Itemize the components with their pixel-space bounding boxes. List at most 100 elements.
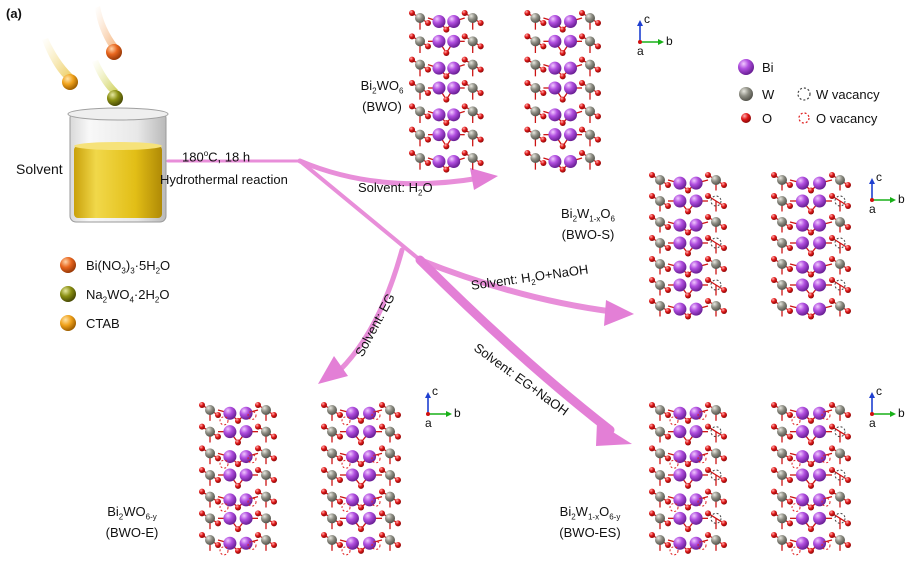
bi-atom-icon (447, 61, 461, 75)
w-vacancy-icon (834, 237, 846, 249)
w-atom-icon (835, 301, 845, 311)
w-vacancy-icon (834, 512, 846, 524)
bi-atom-icon (563, 81, 577, 95)
o-atom-icon (771, 532, 777, 538)
w-atom-icon (385, 491, 395, 502)
reagent-ctab-icon (60, 315, 76, 331)
o-atom-icon (461, 56, 468, 63)
w-atom-icon (585, 59, 595, 70)
o-atom-icon (477, 136, 484, 143)
o-atom-icon (649, 532, 655, 538)
w-atom-icon (415, 129, 425, 140)
bi-atom-icon (548, 34, 562, 48)
bi-atom-icon (813, 406, 827, 420)
axis-b-arrow-icon (890, 197, 896, 203)
axis-b-label: b (666, 34, 673, 48)
o-atom-icon (665, 182, 671, 188)
o-atom-icon (771, 402, 777, 408)
bi-atom-icon (795, 218, 809, 232)
droplet-trail-green (92, 60, 118, 92)
structure-bwo-s (649, 172, 851, 320)
o-atom-icon (771, 193, 777, 199)
axis-a-label: a (425, 416, 432, 430)
o-atom-icon (787, 308, 793, 314)
o-atom-icon (787, 433, 793, 440)
bi-atom-icon (223, 493, 237, 507)
reagent-bi-nitrate-label: Bi(NO3)3·5H2O (86, 258, 171, 276)
axis-a-dot (638, 40, 642, 44)
o-atom-icon (665, 455, 671, 462)
o-atom-icon (255, 467, 261, 473)
o-atom-icon (665, 308, 671, 314)
w-atom-icon (835, 405, 845, 415)
w-atom-icon (530, 13, 541, 23)
o-atom-icon (321, 510, 327, 517)
bi-atom-icon (345, 425, 359, 439)
w-atom-icon (655, 535, 665, 545)
w-atom-icon (711, 175, 721, 185)
o-vacancy-icon (821, 497, 831, 507)
o-atom-icon (595, 113, 601, 120)
o-atom-icon (808, 229, 814, 236)
o-atom-icon (540, 43, 547, 50)
o-atom-icon (845, 433, 851, 440)
o-atom-icon (559, 96, 566, 103)
o-atom-icon (649, 193, 655, 199)
bi-atom-icon (673, 260, 687, 274)
w-vacancy-icon (834, 279, 846, 291)
o-atom-icon (829, 298, 835, 304)
reagent-bi-nitrate-icon (60, 257, 76, 273)
o-atom-icon (595, 90, 601, 96)
o-atom-icon (787, 542, 793, 548)
o-atom-icon (705, 172, 711, 178)
o-atom-icon (255, 488, 261, 495)
o-atom-icon (845, 455, 851, 462)
bi-atom-icon (689, 302, 703, 316)
bi-atom-icon (432, 155, 446, 168)
o-atom-icon (337, 542, 343, 548)
o-atom-icon (215, 455, 221, 462)
o-atom-icon (721, 266, 727, 272)
w-atom-icon (205, 426, 215, 437)
w-atom-icon (530, 129, 541, 140)
arrow-head-bwo (470, 168, 498, 190)
o-atom-icon (845, 520, 851, 527)
o-atom-icon (579, 80, 585, 86)
o-atom-icon (685, 292, 691, 299)
o-atom-icon (665, 433, 671, 440)
w-atom-icon (261, 491, 271, 502)
legend-bi-label: Bi (762, 60, 774, 75)
w-atom-icon (655, 238, 665, 248)
bi-atom-icon (813, 278, 827, 292)
bi-atom-icon (223, 406, 237, 420)
bi-atom-icon (363, 493, 377, 507)
w-atom-icon (415, 153, 425, 163)
bi-atom-icon (673, 511, 687, 525)
bi-atom-icon (345, 493, 359, 507)
o-atom-icon (337, 412, 343, 418)
o-atom-icon (829, 214, 835, 220)
o-atom-icon (579, 56, 585, 63)
w-atom-icon (777, 196, 787, 206)
bi-atom-icon (795, 236, 809, 250)
o-atom-icon (808, 547, 814, 554)
o-atom-icon (685, 208, 691, 215)
o-vacancy-icon (247, 540, 257, 550)
axis-c-label: c (876, 170, 882, 184)
o-atom-icon (787, 245, 793, 251)
bi-atom-icon (673, 536, 687, 550)
o-atom-icon (787, 266, 793, 272)
o-atom-icon (808, 417, 814, 424)
w-atom-icon (530, 59, 541, 70)
bi-atom-icon (239, 536, 253, 550)
o-atom-icon (524, 126, 531, 133)
o-vacancy-icon (821, 540, 831, 550)
o-atom-icon (845, 477, 851, 483)
w-atom-icon (415, 106, 425, 117)
o-vacancy-icon (247, 454, 257, 464)
o-atom-icon (461, 150, 468, 156)
axis-b-arrow-icon (890, 411, 896, 417)
o-atom-icon (595, 20, 601, 26)
legend-w-vacancy-icon (797, 87, 811, 101)
o-atom-icon (665, 542, 671, 548)
